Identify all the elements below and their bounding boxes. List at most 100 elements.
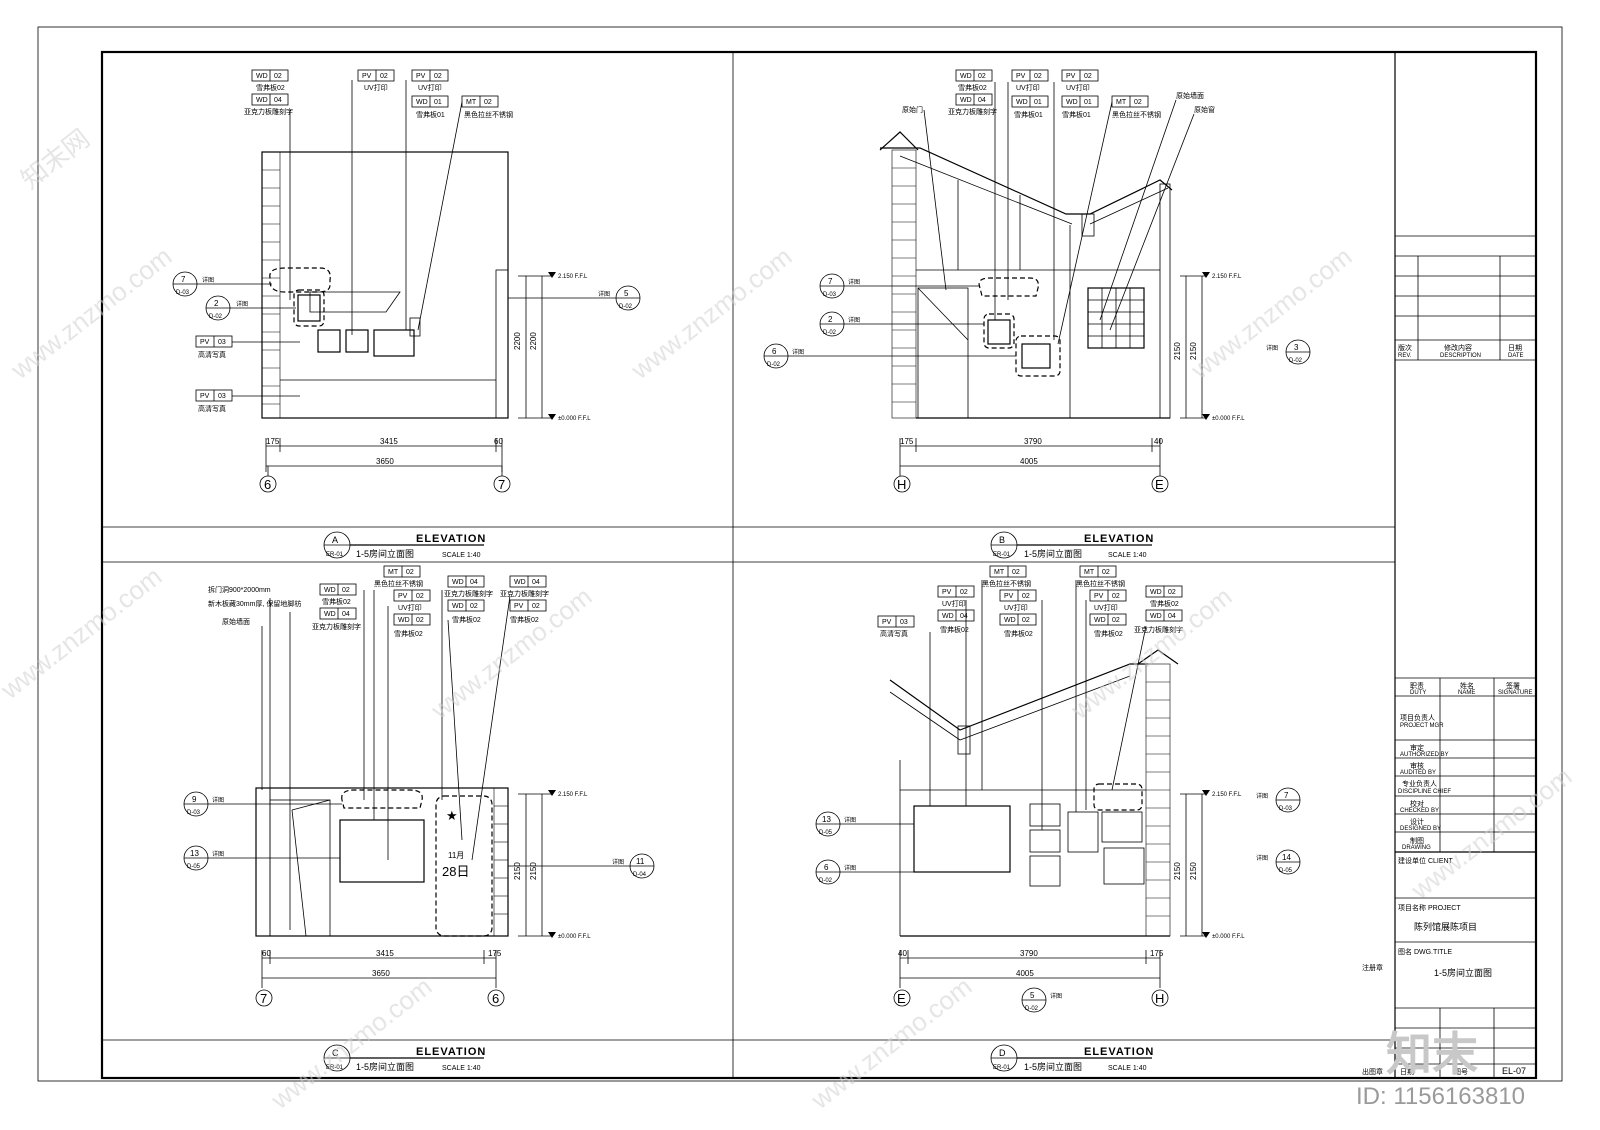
tag-desc: 雪弗板02: [394, 629, 423, 638]
elevation-id: D: [999, 1048, 1006, 1058]
date-col-en: DATE: [1508, 353, 1524, 359]
panel-b: WD 02 雪弗板02 WD 04 亚克力板雕刻字 PV 02 UV打印 WD …: [763, 69, 1311, 559]
dim: 60: [262, 949, 271, 958]
grid-label: H: [897, 477, 906, 492]
tag-desc: 雪弗板02: [256, 83, 285, 92]
drawing-frame: [100, 50, 1538, 1080]
callout-number: 13: [190, 849, 199, 858]
tag-num: 04: [342, 611, 350, 618]
role: 审定: [1410, 743, 1424, 752]
watermark-site: www.znzmo.com: [1184, 241, 1357, 385]
grid-label: H: [1155, 991, 1164, 1006]
tag-desc: 雪弗板01: [416, 110, 445, 119]
tag-code: WD: [256, 97, 268, 104]
dim: 40: [1154, 437, 1163, 446]
callout-label: 详图: [848, 316, 860, 324]
callout-ref: D-04: [633, 872, 647, 878]
elevation-heading: ELEVATION: [1084, 1046, 1154, 1058]
level-label: 2.150 F.F.L: [558, 792, 588, 798]
dim: 3415: [380, 437, 398, 446]
tag-code: WD: [1150, 613, 1162, 620]
rev-col-en: REV.: [1398, 353, 1412, 359]
watermark-site: www.znzmo.com: [4, 241, 177, 385]
tag-code: PV: [1016, 73, 1026, 80]
signature-header: 签署: [1506, 681, 1520, 690]
tag-desc: UV打印: [1066, 83, 1090, 92]
tag-desc: 亚克力板雕刻字: [444, 589, 493, 598]
tag-num: 04: [532, 579, 540, 586]
tag-num: 02: [960, 589, 968, 596]
height-dim: 2150: [1173, 342, 1182, 360]
callout-number: 11: [636, 857, 645, 866]
dim-total: 3650: [372, 969, 390, 978]
elevation-title: 1-5房间立面图: [356, 548, 414, 559]
tag-num: 02: [484, 99, 492, 106]
tag-code: PV: [1094, 593, 1104, 600]
tag-code: WD: [324, 587, 336, 594]
star-icon: ★: [446, 808, 458, 823]
elevation-heading: ELEVATION: [416, 1046, 486, 1058]
content-col-en: DESCRIPTION: [1440, 353, 1481, 359]
callout-label: 详图: [212, 796, 224, 804]
elevation-title: 1-5房间立面图: [356, 1061, 414, 1072]
role-en: DESIGNED BY: [1400, 826, 1441, 832]
tag-desc: 高清写真: [198, 350, 226, 359]
callout-number: 2: [828, 315, 833, 324]
tag-code: PV: [514, 603, 524, 610]
tag-code: WD: [1004, 617, 1016, 624]
role: 审核: [1410, 761, 1424, 770]
panel-text: 28日: [442, 864, 469, 879]
tag-num: 04: [1168, 613, 1176, 620]
grid-label: 6: [492, 991, 499, 1006]
role-en: AUDITED BY: [1400, 770, 1436, 776]
callout-number: 7: [181, 275, 186, 284]
dim: 175: [488, 949, 502, 958]
grid-label: 7: [498, 477, 505, 492]
note: 原始墙面: [222, 617, 250, 626]
dim: 40: [898, 949, 907, 958]
role-en: DISCIPLINE CHIEF: [1398, 789, 1451, 795]
tag-desc: 亚克力板雕刻字: [1134, 625, 1183, 634]
tag-code: MT: [994, 569, 1005, 576]
grid-label: E: [897, 991, 906, 1006]
tag-desc: 雪弗板02: [452, 615, 481, 624]
tag-code: PV: [1066, 73, 1076, 80]
height-dim: 2150: [1189, 342, 1198, 360]
tag-desc: 高清写真: [198, 404, 226, 413]
watermark-brand: 知末网: [15, 123, 95, 195]
tag-num: 02: [416, 617, 424, 624]
tag-num: 01: [1084, 99, 1092, 106]
callout-number: 3: [1294, 343, 1299, 352]
tag-desc: 黑色拉丝不锈钢: [1076, 579, 1125, 588]
tag-desc: 雪弗板02: [940, 625, 969, 634]
watermark-logo: 知末: [1386, 1028, 1478, 1080]
panel-text: 11月: [448, 851, 464, 860]
tag-code: WD: [960, 97, 972, 104]
brick-column-a: [261, 151, 281, 419]
tag-code: PV: [882, 619, 892, 626]
tag-desc: 雪弗板02: [1004, 629, 1033, 638]
callout-label: 详图: [1256, 854, 1268, 862]
note: 原始门: [902, 105, 923, 114]
level-label: ±0.000 F.F.L: [1212, 934, 1245, 940]
level-label: 2.150 F.F.L: [558, 274, 588, 280]
callout-ref: D-05: [819, 830, 833, 836]
tag-num: 02: [1112, 593, 1120, 600]
watermark-site: www.znzmo.com: [264, 971, 437, 1115]
tag-num: 02: [1022, 617, 1030, 624]
tag-desc: 雪弗板02: [1094, 629, 1123, 638]
callout-number: 5: [624, 289, 629, 298]
role-en: CHECKED BY: [1400, 808, 1439, 814]
grid-label: E: [1155, 477, 1164, 492]
callout-number: 6: [824, 863, 829, 872]
callout-label: 详图: [236, 300, 248, 308]
callout-ref: D-03: [176, 290, 190, 296]
tag-num: 01: [1034, 99, 1042, 106]
callout-number: 9: [192, 795, 197, 804]
dim: 175: [266, 437, 280, 446]
tag-num: 02: [434, 73, 442, 80]
drawing-title: 1-5房间立面图: [1434, 967, 1492, 978]
watermark-site: www.znzmo.com: [804, 971, 977, 1115]
tag-code: WD: [1150, 589, 1162, 596]
dim-total: 4005: [1016, 969, 1034, 978]
